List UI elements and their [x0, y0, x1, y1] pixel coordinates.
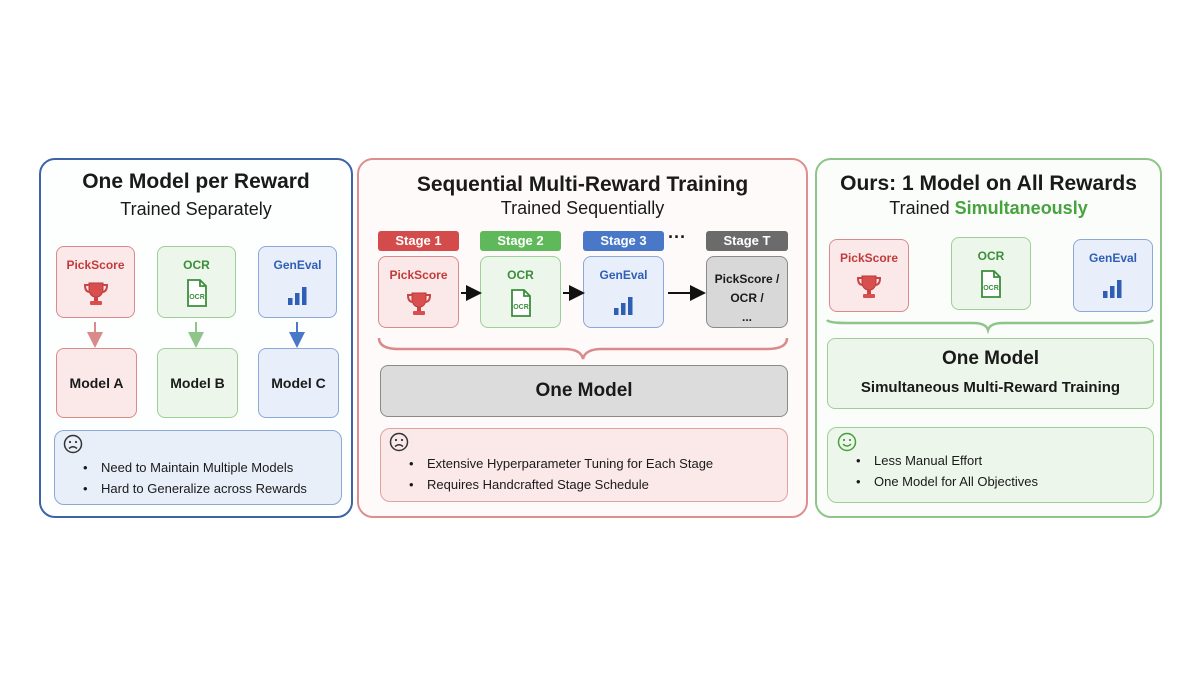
note-item: One Model for All Objectives: [856, 471, 1038, 492]
reward-card-geneval: GenEval: [1073, 239, 1153, 312]
reward-card-pickscore: PickScore: [56, 246, 135, 318]
reward-label: OCR: [507, 268, 534, 282]
reward-card-pickscore: PickScore: [829, 239, 909, 312]
drawbacks-note: Need to Maintain Multiple Models Hard to…: [54, 430, 342, 505]
stage-2-label: Stage 2: [480, 231, 561, 251]
note-list: Extensive Hyperparameter Tuning for Each…: [381, 453, 713, 495]
sad-face-icon: [63, 434, 83, 454]
one-model-box: One Model: [380, 365, 788, 417]
reward-card-ocr: OCR: [951, 237, 1031, 310]
merge-brace: [825, 319, 1155, 335]
stage-3-card-geneval: GenEval: [583, 256, 664, 328]
stage-1-card-pickscore: PickScore: [378, 256, 459, 328]
one-model-box: One Model Simultaneous Multi-Reward Trai…: [827, 338, 1154, 409]
subtitle-prefix: Trained: [889, 198, 955, 218]
panel-sequential-training: Sequential Multi-Reward Training Trained…: [357, 158, 808, 518]
reward-label: GenEval: [1088, 251, 1138, 265]
subtitle-highlight: Simultaneously: [954, 198, 1088, 218]
note-list: Less Manual Effort One Model for All Obj…: [828, 450, 1038, 492]
benefits-note: Less Manual Effort One Model for All Obj…: [827, 427, 1154, 503]
stage-1-label: Stage 1: [378, 231, 459, 251]
panel-title: Ours: 1 Model on All Rewards: [840, 172, 1137, 195]
reward-label: PickScore: [389, 268, 448, 282]
reward-label: OCR: [183, 258, 210, 272]
note-item: Hard to Generalize across Rewards: [83, 478, 307, 499]
happy-face-icon: [837, 432, 857, 452]
panel-title: One Model per Reward: [82, 170, 310, 193]
final-stage-rewards: PickScore / OCR / ...: [707, 270, 787, 327]
panel-one-model-per-reward: One Model per Reward Trained Separately …: [39, 158, 353, 518]
note-item: Extensive Hyperparameter Tuning for Each…: [409, 453, 713, 474]
note-item: Less Manual Effort: [856, 450, 1038, 471]
reward-label: GenEval: [273, 258, 322, 272]
merge-brace: [377, 337, 789, 360]
stage-arrows: [377, 285, 789, 360]
note-item: Requires Handcrafted Stage Schedule: [409, 474, 713, 495]
sad-face-icon: [389, 432, 409, 452]
panel-title: Sequential Multi-Reward Training: [416, 173, 749, 196]
stage-2-card-ocr: OCR: [480, 256, 561, 328]
reward-label: OCR: [977, 249, 1005, 263]
final-stage-line: PickScore /: [714, 272, 780, 286]
reward-label: PickScore: [839, 251, 899, 265]
panel-subtitle: Trained Sequentially: [500, 198, 665, 218]
reward-label: GenEval: [599, 268, 648, 282]
model-b-box: Model B: [157, 348, 238, 418]
final-stage-line: OCR /: [730, 291, 764, 305]
model-title: One Model: [941, 348, 1040, 369]
drawbacks-note: Extensive Hyperparameter Tuning for Each…: [380, 428, 788, 502]
merge-brace-graphic: [825, 319, 1155, 335]
model-subtitle: Simultaneous Multi-Reward Training: [860, 379, 1121, 396]
reward-card-geneval: GenEval: [258, 246, 337, 318]
stage-ellipsis: ···: [668, 227, 686, 247]
model-c-box: Model C: [258, 348, 339, 418]
stage-t-label: Stage T: [706, 231, 788, 251]
reward-label: PickScore: [66, 258, 125, 272]
reward-card-ocr: OCR: [157, 246, 236, 318]
panel-ours-simultaneous: Ours: 1 Model on All Rewards Trained Sim…: [815, 158, 1162, 518]
panel-subtitle: Trained Separately: [120, 199, 272, 219]
stage-t-card-all-rewards: PickScore / OCR / ...: [706, 256, 788, 328]
stage-3-label: Stage 3: [583, 231, 664, 251]
arrows-down: [87, 322, 305, 348]
note-item: Need to Maintain Multiple Models: [83, 457, 307, 478]
final-stage-line: ...: [741, 310, 752, 324]
panel-subtitle: Trained Simultaneously: [817, 198, 1160, 219]
note-list: Need to Maintain Multiple Models Hard to…: [55, 457, 307, 499]
model-a-box: Model A: [56, 348, 137, 418]
